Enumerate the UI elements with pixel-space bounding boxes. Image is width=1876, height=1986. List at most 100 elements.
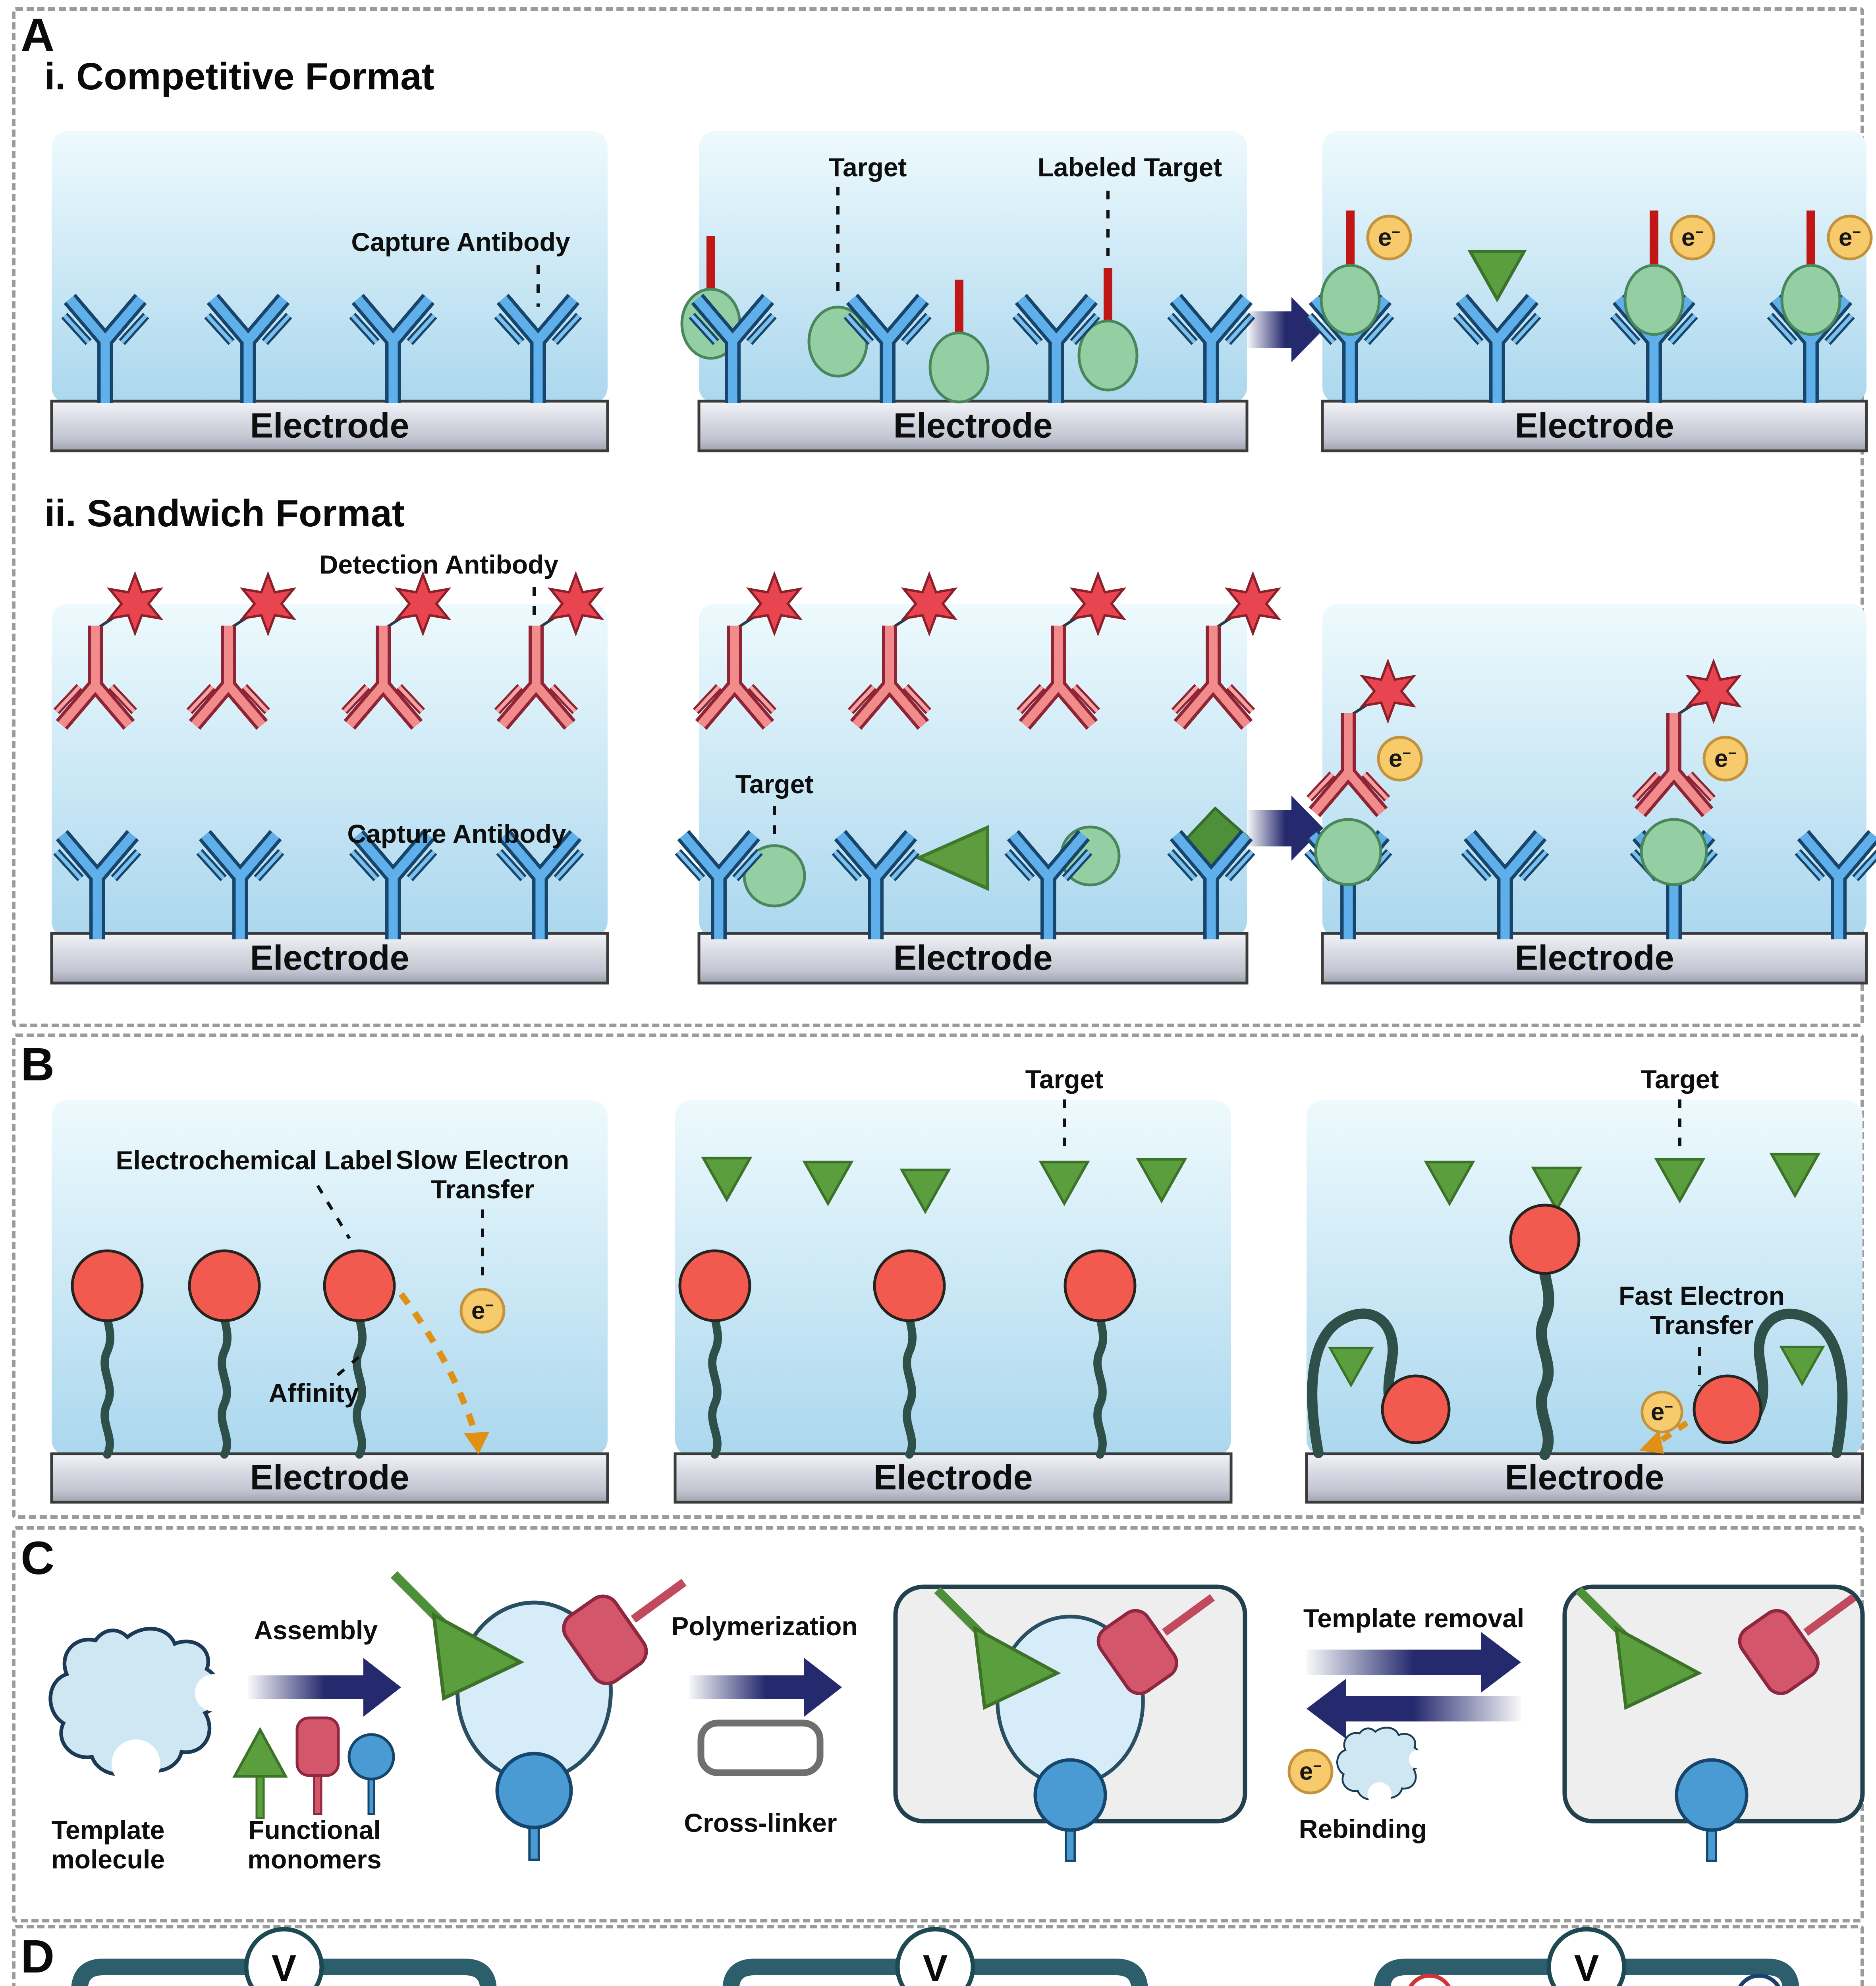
electron-label: e− [471, 1296, 494, 1325]
electron-label: e− [1650, 1398, 1673, 1426]
folded-aptamer-icon [1752, 1308, 1848, 1458]
fast-electron-arrow-icon [1653, 1420, 1689, 1447]
electrode-bar [50, 932, 609, 985]
voltmeter-label: V [923, 1947, 948, 1986]
panel-a-border [12, 7, 1864, 1027]
extended-aptamer-icon [1509, 1204, 1581, 1455]
polymerization-arrow-icon [689, 1658, 842, 1717]
functional-monomer-red-icon [297, 1718, 338, 1814]
electrode-bar [50, 1452, 609, 1504]
solution-box [675, 1100, 1231, 1456]
electrode-bar [1321, 400, 1868, 452]
electrochemical-label-label: Electrochemical Label [116, 1146, 393, 1175]
slow-electron-arrowhead-icon [464, 1432, 489, 1455]
electron-label: e− [1714, 744, 1737, 773]
competitive-format-row [50, 131, 1871, 452]
electrode-label: Electrode [250, 1457, 409, 1497]
template-molecule-icon [50, 1629, 232, 1788]
electrode-label: Electrode [250, 938, 409, 978]
functional-monomer-green-icon [235, 1730, 286, 1818]
electron-label: e− [1378, 223, 1401, 251]
detection-antibody-label: Detection Antibody [319, 550, 559, 580]
folded-aptamer-icon [1307, 1308, 1400, 1458]
sandwich-format-title: ii. Sandwich Format [44, 492, 405, 535]
capture-antibody-label: Capture Antibody [347, 819, 566, 849]
electron-label: e− [1388, 744, 1411, 773]
electron-label: e− [1681, 223, 1704, 251]
polymerization-label: Polymerization [671, 1611, 858, 1641]
panel-d-label: D [21, 1930, 55, 1983]
target-label: Target [1025, 1064, 1104, 1094]
negative-terminal-label: − [1749, 1978, 1769, 1986]
electrode-bar [50, 400, 609, 452]
voltmeter-label: V [271, 1947, 297, 1986]
label-stick-icon [1807, 211, 1815, 265]
competitive-format-title: i. Competitive Format [44, 55, 434, 98]
leader-line [336, 1351, 365, 1377]
electrode-label: Electrode [873, 1457, 1033, 1497]
step-arrow-icon [1247, 297, 1323, 362]
electrode-label: Electrode [893, 406, 1053, 445]
electrode-label: Electrode [1515, 938, 1674, 978]
template-molecule-label: Template molecule [51, 1815, 165, 1874]
mip-row [50, 1575, 1865, 1861]
assembly-arrow-icon [248, 1658, 401, 1717]
positive-terminal-label: + [1420, 1978, 1439, 1986]
target-label: Target [828, 153, 907, 182]
template-molecule-small-icon [1337, 1727, 1427, 1806]
redox-label-icon [1381, 1374, 1451, 1444]
negative-terminal-icon [1738, 1974, 1781, 1986]
labeled-target-icon [930, 333, 988, 402]
electrode-label: Electrode [250, 406, 409, 445]
voltmeter-label: V [1574, 1947, 1599, 1986]
electrode-label: Electrode [1515, 406, 1674, 445]
electrode-bar [1305, 1452, 1864, 1504]
label-stick-icon [955, 280, 963, 334]
electrode-bar [697, 932, 1249, 985]
panel-a-label: A [21, 9, 55, 61]
electrode-bar [1321, 932, 1868, 985]
panel-b-label: B [21, 1038, 55, 1091]
voltmeter-icon [1546, 1927, 1627, 1986]
label-stick-icon [1346, 211, 1355, 265]
electron-label: e− [1299, 1757, 1322, 1785]
assembled-complex-icon [394, 1575, 684, 1860]
functional-monomers-label: Functional monomers [247, 1815, 382, 1874]
target-label: Target [735, 769, 814, 799]
template-removal-label: Template removal [1303, 1603, 1525, 1633]
slow-electron-arrow-icon [398, 1292, 479, 1436]
bound-labeled-target-icon [1321, 265, 1379, 334]
functional-monomer-blue-icon [349, 1735, 394, 1814]
solution-box [52, 131, 608, 403]
slow-electron-transfer-label: Slow Electron Transfer [396, 1145, 569, 1204]
redox-label-icon [1693, 1374, 1762, 1444]
label-stick-icon [1650, 211, 1658, 265]
sandwich-format-row [50, 574, 1876, 985]
solution-box [52, 604, 608, 937]
label-stick-icon [706, 236, 715, 290]
voltmeter-icon [244, 1927, 324, 1986]
electrode-bar [697, 400, 1249, 452]
cross-linker-icon [697, 1719, 824, 1776]
voltmeter-icon [895, 1927, 975, 1986]
target-label: Target [1641, 1064, 1719, 1094]
label-stick-icon [1104, 268, 1112, 322]
template-removal-arrow-icon [1307, 1632, 1521, 1692]
rebinding-arrow-icon [1307, 1679, 1521, 1739]
panel-d-border [12, 1925, 1864, 1986]
bound-target-icon [1314, 818, 1382, 886]
rebinding-label: Rebinding [1299, 1814, 1427, 1844]
fast-electron-transfer-label: Fast Electron Transfer [1618, 1281, 1785, 1340]
aptamer-switch-row [50, 1099, 1864, 1504]
positive-terminal-icon [1408, 1974, 1451, 1986]
step-arrow-icon [1247, 796, 1323, 861]
electrode-bar [674, 1452, 1233, 1504]
fast-electron-arrowhead-icon [1639, 1430, 1664, 1454]
affinity-label: Affinity [268, 1378, 359, 1408]
labeled-target-label: Labeled Target [1037, 153, 1222, 182]
electrode-label: Electrode [893, 938, 1053, 978]
electrode-label: Electrode [1505, 1457, 1664, 1497]
cross-linker-label: Cross-linker [684, 1808, 837, 1838]
